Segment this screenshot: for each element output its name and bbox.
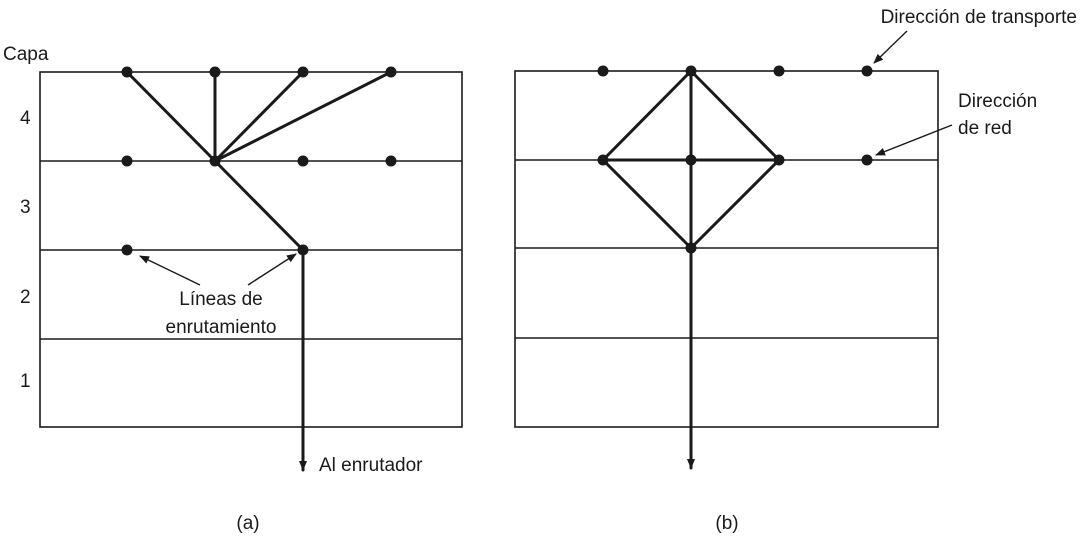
- panel-a-node: [297, 66, 309, 78]
- panel-a-route-edge: [125, 70, 217, 163]
- panel-a-node: [121, 155, 133, 167]
- network-address-label-line2: de red: [958, 118, 1012, 139]
- layer-1-label: 1: [20, 371, 31, 392]
- layer-4-label: 4: [20, 108, 31, 129]
- panel-a-node: [121, 244, 133, 256]
- panel-b-node: [773, 65, 785, 77]
- panel-a-node: [385, 66, 397, 78]
- panel-b-node: [773, 154, 785, 166]
- panel-a-route-edge: [213, 70, 305, 163]
- layer-2-label: 2: [20, 287, 31, 308]
- panel-a-route-edge: [213, 70, 393, 163]
- network-address-label-line1: Dirección: [958, 91, 1037, 112]
- panel-b-route-edge: [689, 69, 781, 162]
- routing-lines-callout-left: [139, 255, 201, 286]
- panel-b-route-edge: [689, 158, 781, 250]
- panel-b-route-edge: [601, 69, 693, 162]
- panel-b-node: [597, 65, 609, 77]
- panel-a: Líneas de enrutamiento Al enrutador (a): [39, 66, 463, 534]
- transport-address-label: Dirección de transporte: [881, 7, 1077, 28]
- panel-b-node: [685, 65, 697, 77]
- panel-b: Dirección de transporte Dirección de red…: [514, 7, 1077, 534]
- panel-a-node: [297, 155, 309, 167]
- panel-b-node: [685, 154, 697, 166]
- panel-b-frame: [514, 70, 939, 428]
- layer-3-label: 3: [20, 197, 31, 218]
- panel-a-node: [385, 155, 397, 167]
- panel-b-node: [685, 242, 697, 254]
- panel-a-node: [121, 66, 133, 78]
- panel-b-caption: (b): [715, 513, 738, 534]
- routing-lines-callout-right: [247, 253, 297, 286]
- panel-a-caption: (a): [236, 513, 259, 534]
- panel-a-node: [209, 66, 221, 78]
- panel-a-node: [297, 244, 309, 256]
- panel-b-node: [597, 154, 609, 166]
- transport-address-callout: [873, 30, 908, 64]
- panel-b-route-edge: [601, 158, 693, 250]
- network-address-callout: [875, 124, 953, 156]
- routing-lines-label-line1: Líneas de: [179, 289, 262, 310]
- panel-a-route-edge: [213, 159, 305, 252]
- panel-b-node: [861, 65, 873, 77]
- layer-heading: Capa: [3, 44, 49, 65]
- panel-a-node: [209, 155, 221, 167]
- to-router-label: Al enrutador: [319, 455, 423, 476]
- routing-lines-label-line2: enrutamiento: [166, 317, 277, 338]
- panel-b-node: [861, 154, 873, 166]
